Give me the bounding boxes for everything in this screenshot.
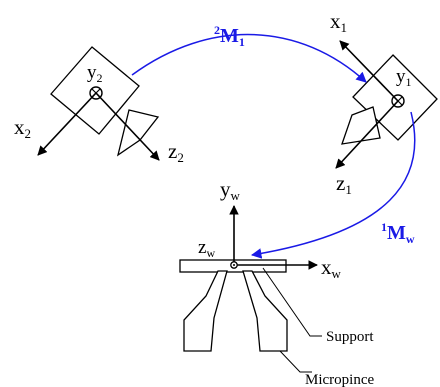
camera-1-z-label: z1 [336,171,352,197]
transform-label-2M1: 2M1 [214,23,245,49]
transform-arrow-2M1 [131,33,367,83]
camera-2: y2 x2 z2 [14,46,184,165]
world-y-label: yw [220,177,241,203]
camera-2-z-label: z2 [168,139,184,165]
support-label: Support [326,329,374,345]
camera-2-lens [116,109,160,157]
camera-1-z-axis [335,100,399,169]
camera-1-x-axis [339,40,399,102]
world-x-label: xw [321,255,342,281]
camera-1-x-label: x1 [330,9,347,35]
camera-2-y-label: y2 [87,62,103,85]
transform-label-1Mw: 1Mw [381,220,415,246]
camera-2-x-label: x2 [14,115,31,141]
micropince-right-jaw [242,270,288,352]
support-callout-line [262,267,322,337]
world-z-label: zw [198,237,215,260]
world-frame: yw zw xw Support Micropince [179,177,374,387]
transform-arrow-1Mw [250,111,416,259]
camera-1: x1 y1 z1 [330,9,438,197]
micropince-left-jaw [183,270,228,352]
camera-2-x-axis [37,92,97,156]
camera-1-lens [341,106,381,145]
micropince-callout-line [279,350,312,373]
micropince-label: Micropince [305,372,374,387]
camera-2-z-axis [95,92,160,161]
camera-1-y-label: y1 [396,66,412,89]
